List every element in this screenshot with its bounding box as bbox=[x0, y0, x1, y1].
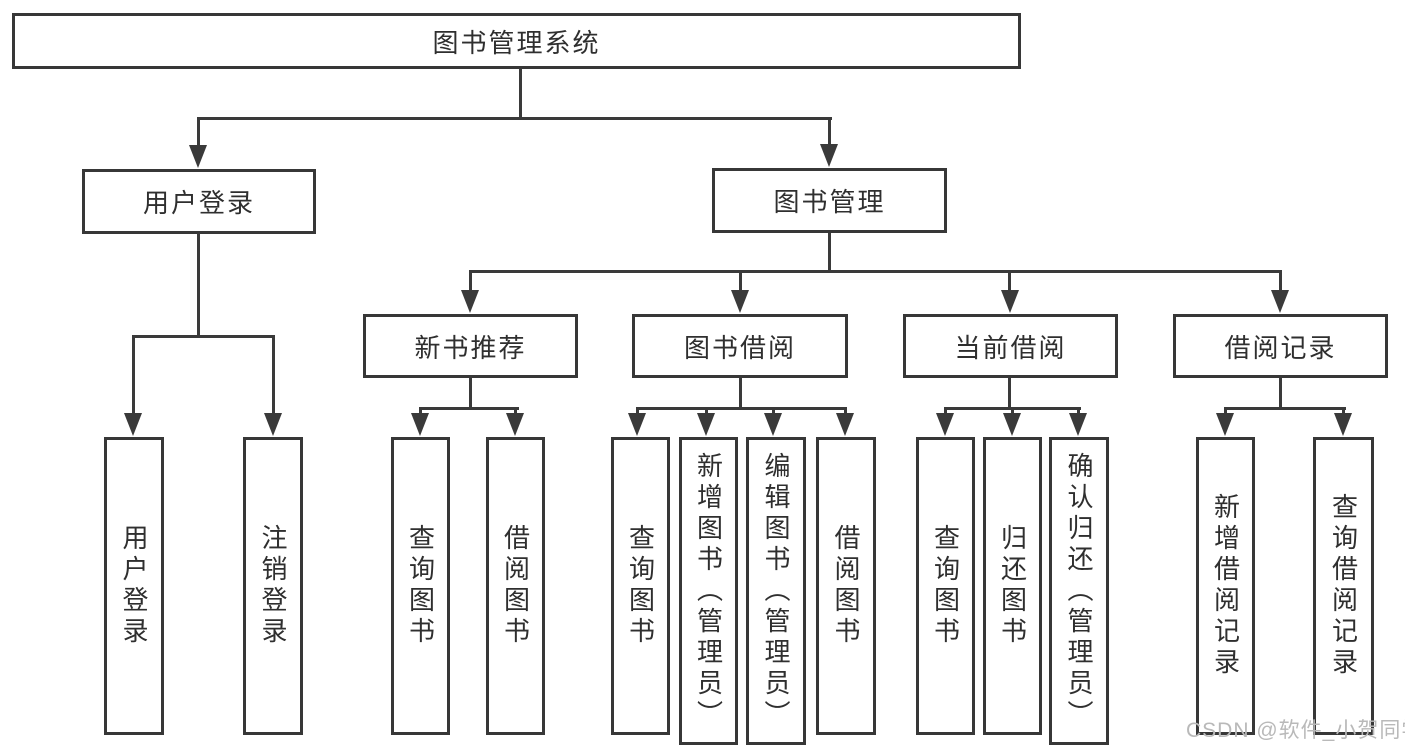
leaf-label: 编辑图书（管理员） bbox=[761, 451, 791, 731]
leaf-label: 查询图书 bbox=[405, 524, 436, 648]
connector-leaf bbox=[419, 407, 422, 417]
arrowhead-icon bbox=[461, 290, 479, 313]
node-root-library-system: 图书管理系统 bbox=[12, 13, 1021, 69]
leaf-label: 确认归还（管理员） bbox=[1064, 451, 1094, 731]
arrowhead-icon bbox=[124, 413, 142, 436]
connector-current-borrow-down bbox=[1008, 378, 1011, 410]
arrowhead-icon bbox=[1334, 413, 1352, 436]
leaf-borrow-books: 借阅图书 bbox=[816, 437, 876, 735]
arrowhead-icon bbox=[1069, 413, 1087, 436]
connector-leaf bbox=[705, 407, 708, 417]
arrowhead-icon bbox=[836, 413, 854, 436]
connector-book-borrow-down bbox=[739, 378, 742, 410]
arrowhead-icon bbox=[1271, 290, 1289, 313]
connector-to-book-mgmt bbox=[828, 117, 831, 148]
connector-to-leaf-login bbox=[132, 335, 135, 417]
leaf-return-books: 归还图书 bbox=[983, 437, 1042, 735]
arrowhead-icon bbox=[764, 413, 782, 436]
connector-to-current-borrow bbox=[1008, 270, 1011, 295]
connector-leaf bbox=[514, 407, 517, 417]
connector-to-borrow-records bbox=[1279, 270, 1282, 295]
arrowhead-icon bbox=[936, 413, 954, 436]
connector-user-login-down bbox=[197, 233, 200, 338]
arrowhead-icon bbox=[189, 145, 207, 168]
leaf-label: 借阅图书 bbox=[500, 524, 531, 648]
leaf-label: 新增图书（管理员） bbox=[693, 451, 724, 731]
node-new-book-recommend: 新书推荐 bbox=[363, 314, 578, 378]
leaf-label: 查询借阅记录 bbox=[1328, 493, 1359, 679]
connector-new-books-down bbox=[469, 378, 472, 410]
leaf-label: 注销登录 bbox=[258, 524, 288, 648]
node-book-borrow: 图书借阅 bbox=[632, 314, 848, 378]
arrowhead-icon bbox=[1216, 413, 1234, 436]
connector-book-mgmt-down bbox=[828, 233, 831, 273]
leaf-label: 归还图书 bbox=[997, 524, 1028, 648]
leaf-query-borrow-record: 查询借阅记录 bbox=[1313, 437, 1374, 735]
connector-leaf bbox=[1224, 407, 1227, 417]
leaf-label: 查询图书 bbox=[930, 524, 961, 648]
csdn-watermark: CSDN @软件_小贺同学 bbox=[1186, 719, 1405, 742]
arrowhead-icon bbox=[506, 413, 524, 436]
leaf-logout: 注销登录 bbox=[243, 437, 303, 735]
connector-borrow-records-down bbox=[1279, 378, 1282, 410]
leaf-label: 借阅图书 bbox=[831, 524, 861, 648]
connector-leaf bbox=[636, 407, 639, 417]
connector-to-book-borrow bbox=[739, 270, 742, 295]
leaf-query-books-borrow: 查询图书 bbox=[611, 437, 670, 735]
connector-user-login-branch bbox=[132, 335, 275, 338]
connector-book-borrow-branch bbox=[636, 407, 847, 410]
connector-leaf bbox=[844, 407, 847, 417]
leaf-edit-books-admin: 编辑图书（管理员） bbox=[746, 437, 806, 745]
arrowhead-icon bbox=[820, 144, 838, 167]
leaf-label: 用户登录 bbox=[119, 524, 149, 648]
connector-new-books-branch bbox=[419, 407, 519, 410]
connector-to-leaf-logout bbox=[272, 335, 275, 417]
arrowhead-icon bbox=[731, 290, 749, 313]
leaf-user-login: 用户登录 bbox=[104, 437, 164, 735]
arrowhead-icon bbox=[411, 413, 429, 436]
leaf-query-books-recommend: 查询图书 bbox=[391, 437, 450, 735]
arrowhead-icon bbox=[697, 413, 715, 436]
node-book-management: 图书管理 bbox=[712, 168, 947, 233]
connector-leaf bbox=[1011, 407, 1014, 417]
arrowhead-icon bbox=[628, 413, 646, 436]
arrowhead-icon bbox=[1003, 413, 1021, 436]
connector-leaf bbox=[1342, 407, 1345, 417]
connector-to-new-books bbox=[469, 270, 472, 295]
leaf-query-books-current: 查询图书 bbox=[916, 437, 975, 735]
leaf-add-books-admin: 新增图书（管理员） bbox=[679, 437, 738, 745]
connector-leaf bbox=[1077, 407, 1080, 417]
leaf-confirm-return-admin: 确认归还（管理员） bbox=[1049, 437, 1109, 745]
arrowhead-icon bbox=[1001, 290, 1019, 313]
leaf-borrow-books-recommend: 借阅图书 bbox=[486, 437, 545, 735]
leaf-label: 查询图书 bbox=[625, 524, 656, 648]
leaf-label: 新增借阅记录 bbox=[1210, 493, 1241, 679]
arrowhead-icon bbox=[264, 413, 282, 436]
connector-root-down bbox=[519, 68, 522, 120]
connector-borrow-records-branch bbox=[1224, 407, 1346, 410]
connector-to-user-login bbox=[197, 117, 200, 148]
node-borrow-records: 借阅记录 bbox=[1173, 314, 1388, 378]
leaf-add-borrow-record: 新增借阅记录 bbox=[1196, 437, 1255, 735]
connector-level3-branch bbox=[469, 270, 1282, 273]
connector-leaf bbox=[772, 407, 775, 417]
connector-leaf bbox=[944, 407, 947, 417]
connector-level2-branch bbox=[197, 117, 832, 120]
node-current-borrow: 当前借阅 bbox=[903, 314, 1118, 378]
node-user-login: 用户登录 bbox=[82, 169, 316, 234]
